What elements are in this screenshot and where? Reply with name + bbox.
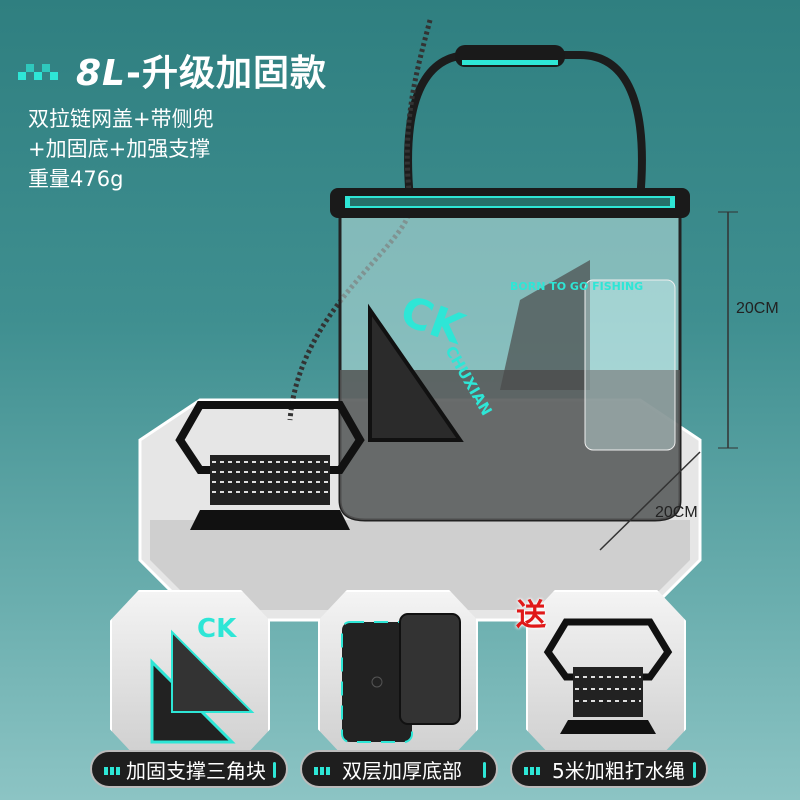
checker-icon — [104, 767, 120, 775]
accent-bar — [483, 762, 486, 778]
thumbnail-label-text: 加固支撑三角块 — [126, 758, 266, 783]
thumbnail-rope — [526, 590, 686, 760]
checker-icon — [524, 767, 540, 775]
height-dimension: 20CM — [736, 300, 779, 317]
svg-text:CK: CK — [197, 614, 237, 644]
accent-bar — [273, 762, 276, 778]
checker-icon — [18, 64, 58, 80]
gift-badge: 送 — [516, 598, 546, 633]
rope-winder — [175, 401, 365, 474]
headline-title: -升级加固款 — [126, 53, 327, 94]
thumbnail-label: 加固支撑三角块 — [90, 750, 288, 788]
checker-icon — [314, 767, 330, 775]
bucket-handle — [404, 51, 646, 201]
feature-item: +加固底+加强支撑 — [28, 137, 211, 161]
thumbnail-triangle-support: CK — [110, 590, 270, 760]
depth-dimension: 20CM — [655, 504, 698, 521]
feature-item: 重量476g — [28, 167, 124, 191]
thumbnail-double-bottom — [318, 590, 478, 760]
accent-bar — [693, 762, 696, 778]
feature-list: 双拉链网盖+带侧兜 +加固底+加强支撑 重量476g — [28, 104, 214, 194]
headline: 8L-升级加固款 — [76, 44, 327, 96]
feature-item: 双拉链网盖+带侧兜 — [28, 107, 214, 131]
thumbnail-label: 双层加厚底部 — [300, 750, 498, 788]
capacity: 8L — [76, 53, 126, 94]
slogan: BORN TO GO FISHING — [510, 280, 643, 293]
thumbnail-label-text: 5米加粗打水绳 — [552, 758, 685, 783]
thumbnail-label-text: 双层加厚底部 — [342, 758, 462, 783]
depth-dimension-line — [599, 451, 701, 551]
thumbnail-label: 5米加粗打水绳 — [510, 750, 708, 788]
